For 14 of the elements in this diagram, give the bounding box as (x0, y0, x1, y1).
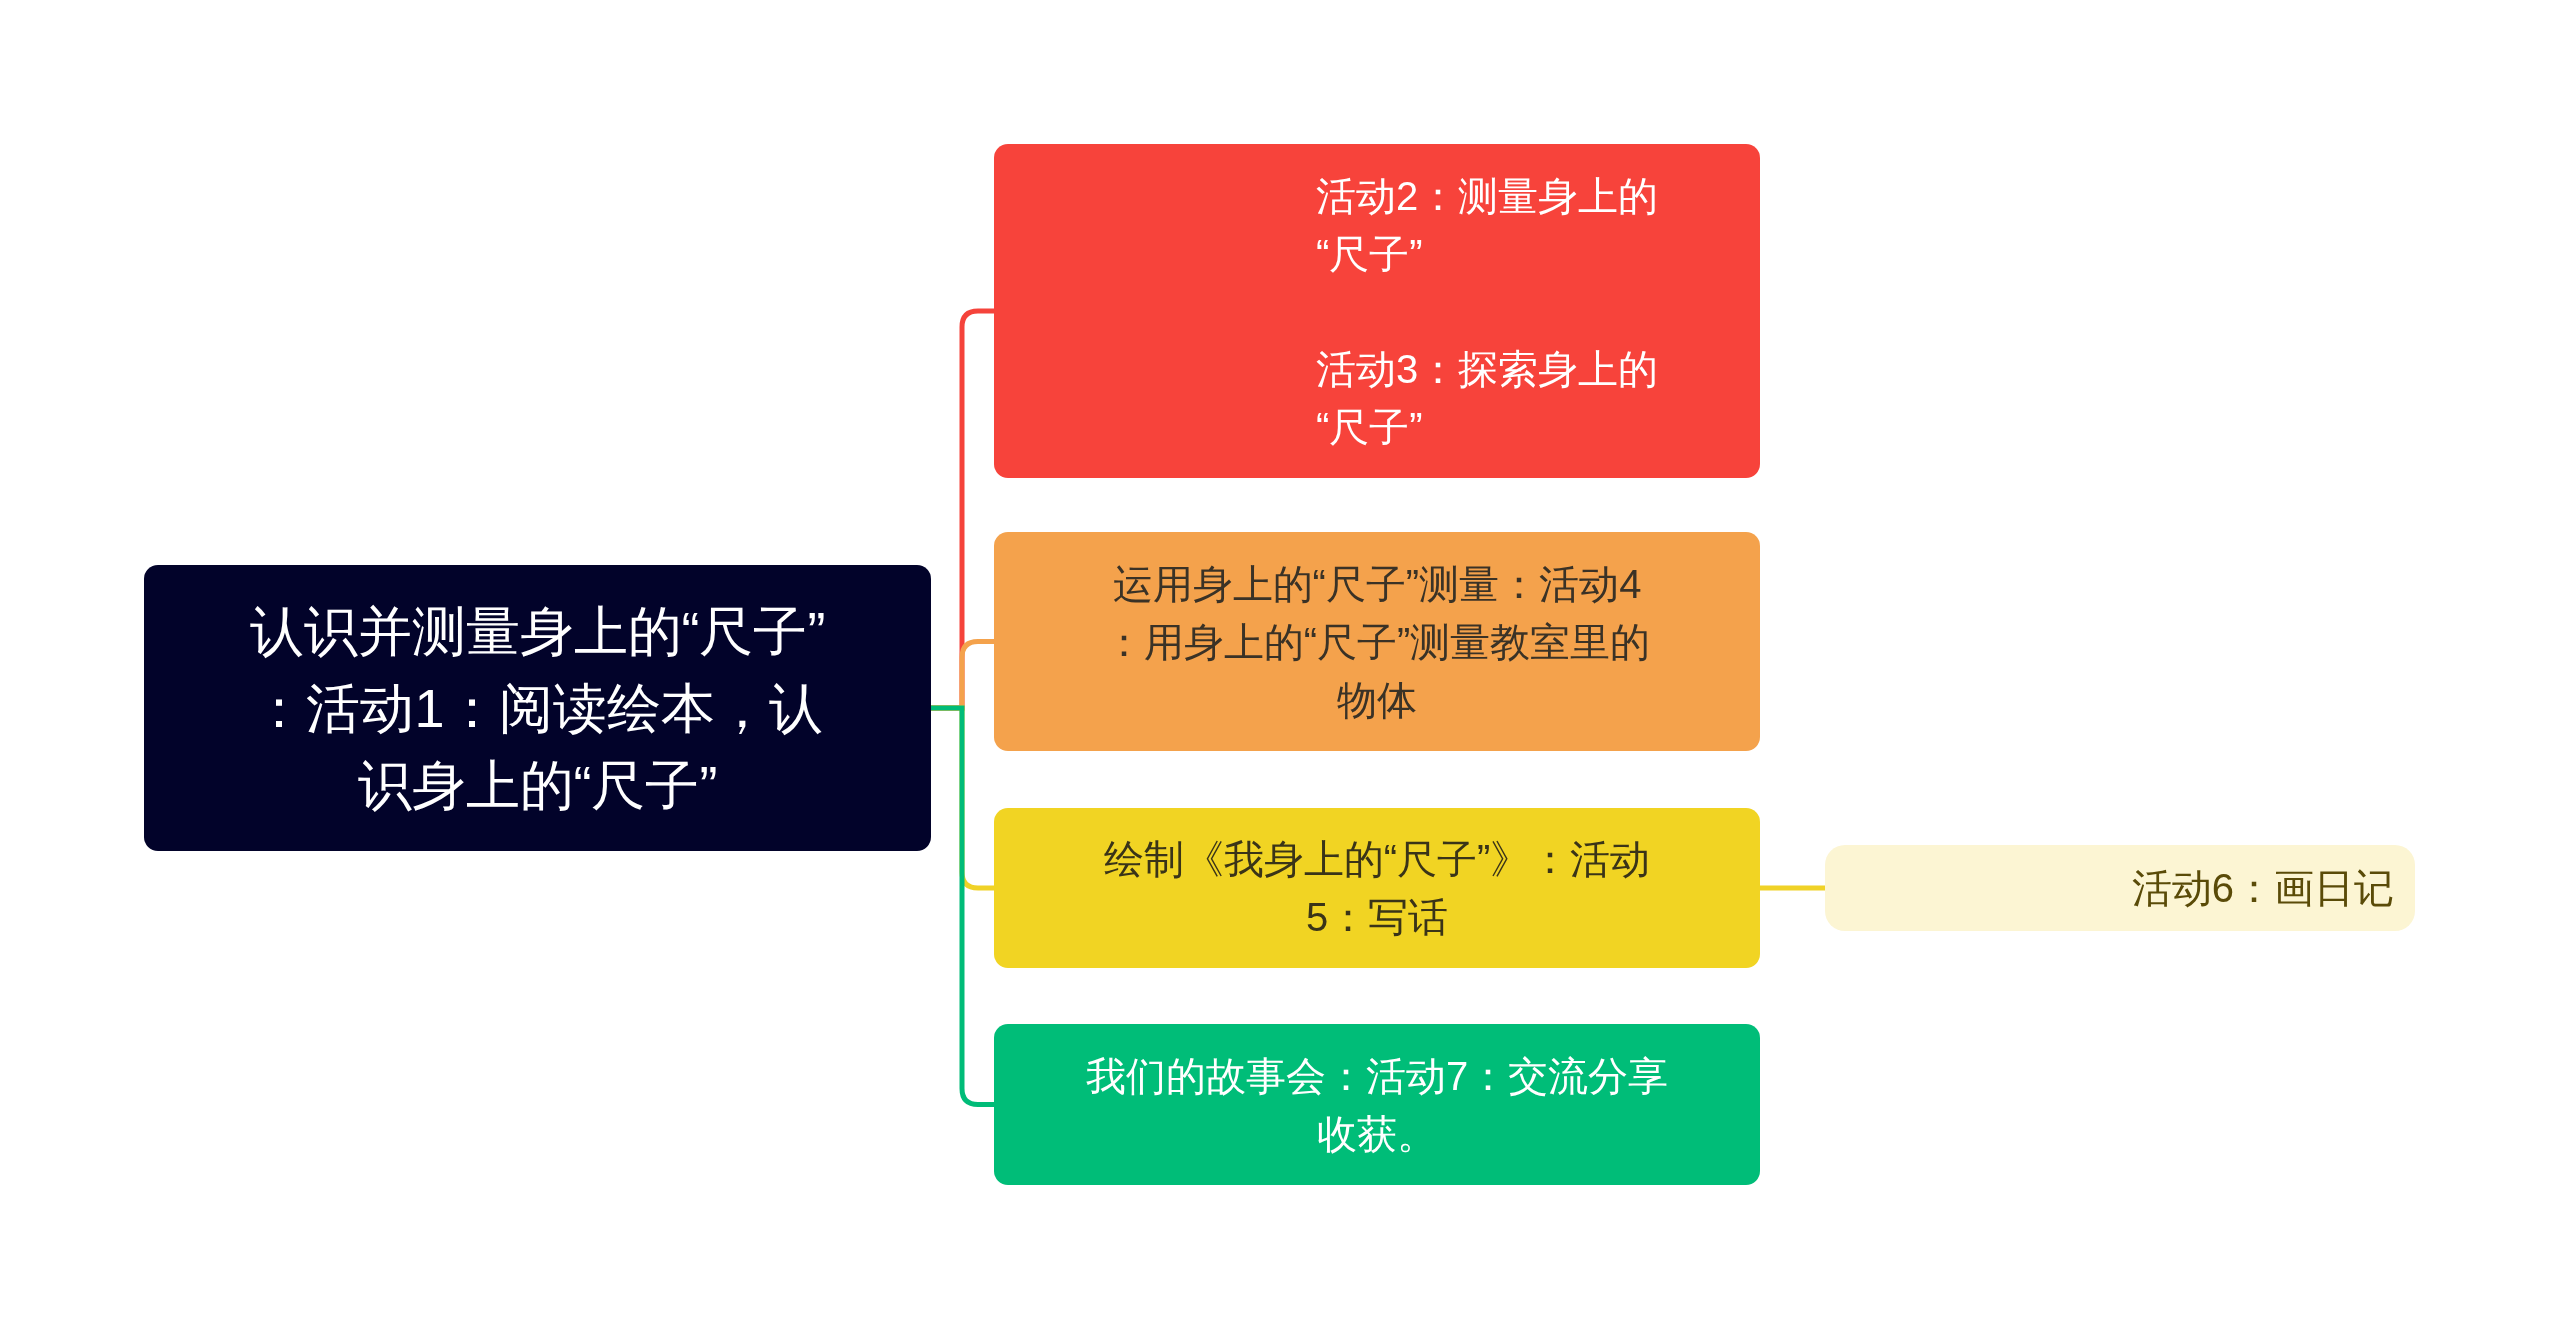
topic-text: 活动6：画日记 (2131, 865, 2394, 912)
topic-box (994, 532, 1760, 751)
topic-text: 我们的故事会：活动7：交流分享收获。 (1084, 1052, 1670, 1158)
topic-box (994, 808, 1760, 968)
topic-text: 运用身上的“尺子”测量：活动4：用身上的“尺子”测量教室里的物体 (1102, 560, 1652, 724)
central-topic-box (144, 565, 931, 851)
topic-box (994, 144, 1760, 478)
connector-line (1760, 885, 1825, 891)
topic-text: 认识并测量身上的“尺子”：活动1：阅读绘本，认识身上的“尺子” (248, 599, 827, 817)
topic-text: 活动3：探索身上的“尺子” (1316, 345, 1660, 451)
topic-text: 绘制《我身上的“尺子”》：活动5：写话 (1102, 836, 1652, 941)
topic-text: 活动2：测量身上的“尺子” (1316, 172, 1660, 278)
topic-box (994, 1024, 1760, 1185)
subtopic-box (1825, 845, 2415, 931)
